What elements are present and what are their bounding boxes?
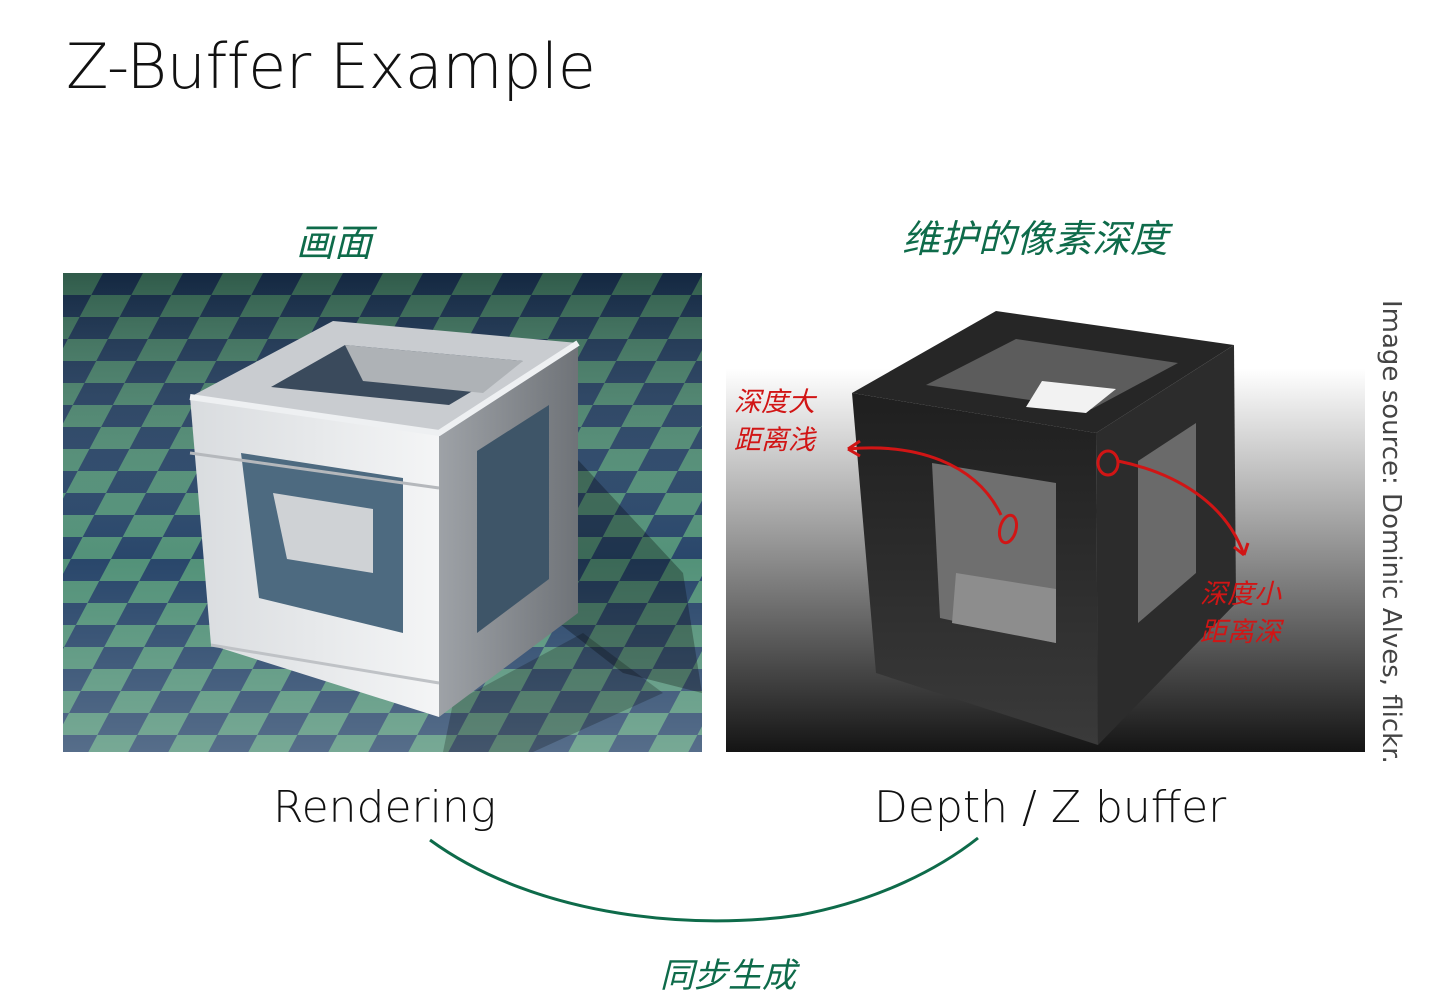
depth-small-line-1: 深度小 [1200,579,1281,610]
depth-image [726,273,1365,752]
depth-buffer-illustration [726,273,1365,752]
depth-large-line-1: 深度大 [734,387,815,418]
rendering-caption: Rendering [273,782,497,833]
rendering-image [63,273,702,752]
sync-generation-note: 同步生成 [660,956,796,996]
rendering-handwritten-note: 画面 [296,221,373,265]
slide-title: Z-Buffer Example [66,30,596,103]
depth-handwritten-note: 维护的像素深度 [902,217,1169,261]
depth-caption: Depth / Z buffer [874,782,1227,833]
image-source-credit: Image source: Dominic Alves, flickr. [1376,300,1406,764]
rendered-cube-illustration [63,273,702,752]
depth-small-annotation: 深度小 距离深 [1200,576,1281,652]
depth-large-line-2: 距离浅 [734,425,815,456]
depth-small-line-2: 距离深 [1200,617,1281,648]
depth-large-annotation: 深度大 距离浅 [734,384,815,460]
